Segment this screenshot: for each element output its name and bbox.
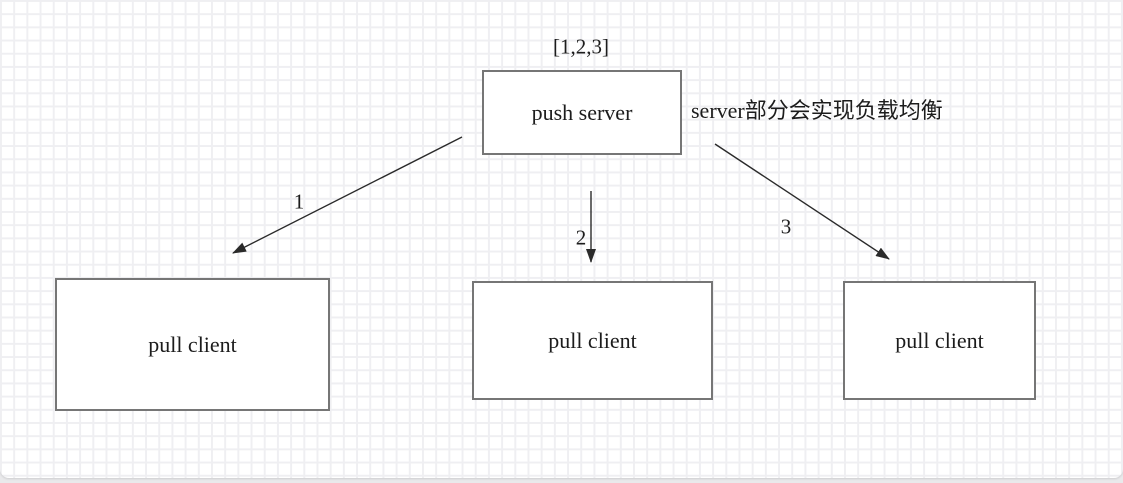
pull-client-node-2: pull client (472, 281, 713, 400)
arrow-2-label: 2 (575, 225, 587, 250)
pull-client-3-label: pull client (895, 327, 984, 353)
arrow-1-label: 1 (293, 189, 305, 214)
pull-client-node-1: pull client (55, 278, 330, 411)
push-server-node: push server (482, 70, 682, 155)
pull-client-node-3: pull client (843, 281, 1036, 400)
arrow-to-client-1 (232, 136, 463, 254)
pull-client-2-label: pull client (548, 327, 637, 353)
arrow-to-client-3 (714, 143, 890, 260)
pull-client-1-label: pull client (148, 331, 237, 357)
push-server-label: push server (531, 99, 633, 125)
load-balancing-annotation: server部分会实现负载均衡 (691, 98, 943, 123)
arrow-3-label: 3 (780, 214, 792, 239)
queue-items-annotation: [1,2,3] (553, 34, 609, 59)
